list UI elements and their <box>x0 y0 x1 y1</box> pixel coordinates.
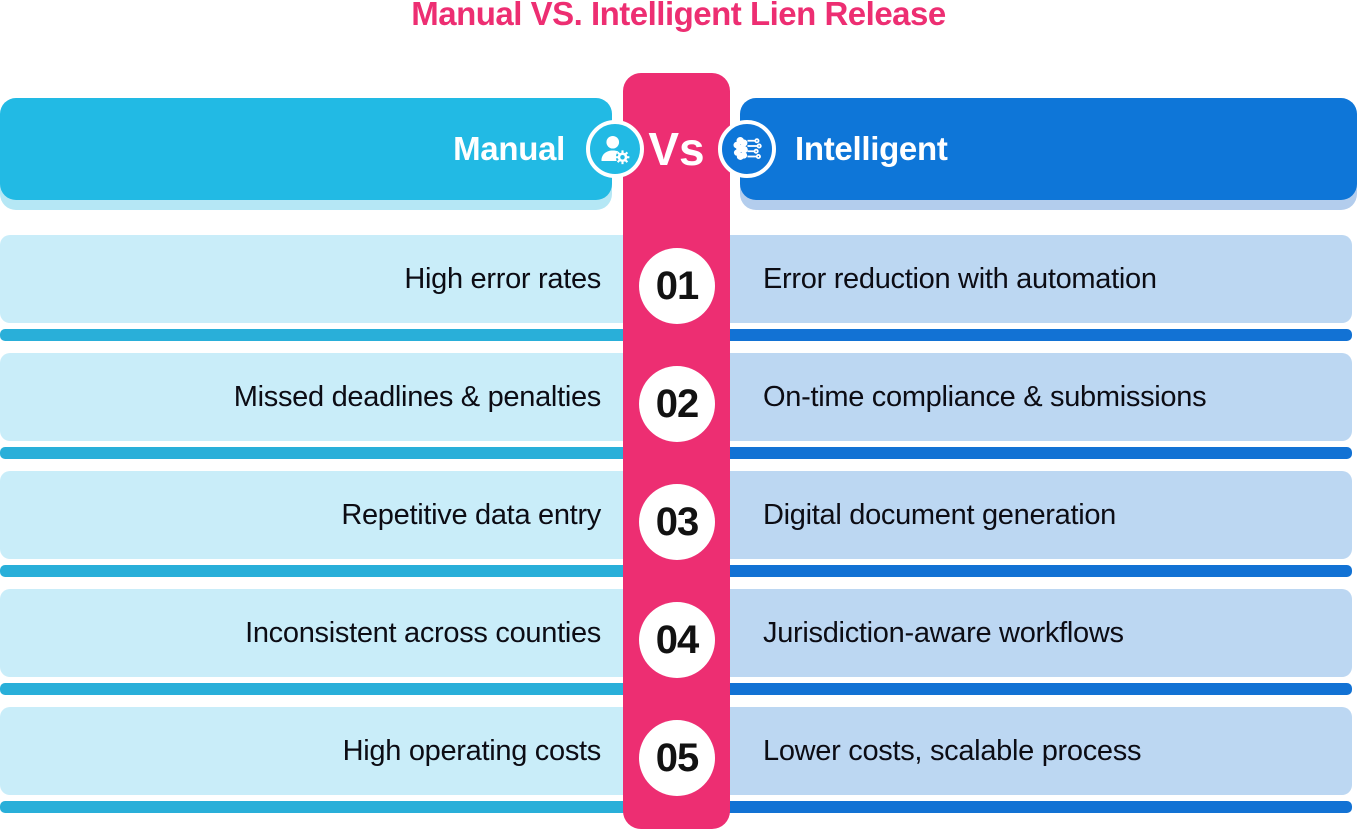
step-number: 03 <box>655 499 699 544</box>
intelligent-point-text: Error reduction with automation <box>763 262 1157 295</box>
intelligent-icon-badge <box>718 120 776 178</box>
intelligent-accent-bar <box>672 565 1352 577</box>
intelligent-point-text: Jurisdiction-aware workflows <box>763 616 1124 649</box>
step-number-badge: 04 <box>639 602 715 678</box>
manual-accent-bar <box>0 447 686 459</box>
comparison-row: Missed deadlines & penalties On-time com… <box>0 353 1357 459</box>
step-number: 01 <box>655 263 699 308</box>
intelligent-point-text: Lower costs, scalable process <box>763 734 1142 767</box>
manual-cell: High error rates <box>0 235 686 323</box>
comparison-row: High error rates Error reduction with au… <box>0 235 1357 341</box>
vs-label: Vs <box>648 123 705 175</box>
intelligent-cell: Jurisdiction-aware workflows <box>672 589 1352 677</box>
intelligent-header-label: Intelligent <box>795 130 948 167</box>
intelligent-cell: Digital document generation <box>672 471 1352 559</box>
manual-cell: Repetitive data entry <box>0 471 686 559</box>
manual-header-bar: Manual <box>0 98 612 200</box>
step-number-badge: 02 <box>639 366 715 442</box>
intelligent-accent-bar <box>672 801 1352 813</box>
step-number-badge: 03 <box>639 484 715 560</box>
intelligent-point-text: On-time compliance & submissions <box>763 380 1207 413</box>
step-number-badge: 01 <box>639 248 715 324</box>
manual-point-text: High error rates <box>404 262 601 295</box>
step-number: 04 <box>655 617 699 662</box>
intelligent-cell: Error reduction with automation <box>672 235 1352 323</box>
intelligent-cell: On-time compliance & submissions <box>672 353 1352 441</box>
comparison-row: Repetitive data entry Digital document g… <box>0 471 1357 577</box>
manual-header-label: Manual <box>453 130 565 167</box>
manual-point-text: Missed deadlines & penalties <box>233 380 602 413</box>
manual-point-text: High operating costs <box>342 734 602 767</box>
manual-cell: Missed deadlines & penalties <box>0 353 686 441</box>
step-number-badge: 05 <box>639 720 715 796</box>
manual-accent-bar <box>0 329 686 341</box>
intelligent-accent-bar <box>672 447 1352 459</box>
manual-point-text: Inconsistent across counties <box>245 616 601 649</box>
manual-accent-bar <box>0 565 686 577</box>
manual-point-text: Repetitive data entry <box>341 498 601 531</box>
comparison-row: High operating costs Lower costs, scalab… <box>0 707 1357 813</box>
intelligent-point-text: Digital document generation <box>763 498 1117 531</box>
manual-cell: High operating costs <box>0 707 686 795</box>
user-gear-icon <box>601 135 630 165</box>
page-title: Manual VS. Intelligent Lien Release <box>411 0 946 32</box>
step-number: 05 <box>655 735 699 780</box>
intelligent-cell: Lower costs, scalable process <box>672 707 1352 795</box>
manual-accent-bar <box>0 801 686 813</box>
intelligent-header-bar: Intelligent <box>740 98 1357 200</box>
intelligent-accent-bar <box>672 329 1352 341</box>
comparison-row: Inconsistent across counties Jurisdictio… <box>0 589 1357 695</box>
step-number: 02 <box>655 381 699 426</box>
vs-divider-column <box>623 73 730 829</box>
manual-accent-bar <box>0 683 686 695</box>
ai-brain-icon <box>733 137 762 160</box>
intelligent-accent-bar <box>672 683 1352 695</box>
manual-cell: Inconsistent across counties <box>0 589 686 677</box>
manual-icon-badge <box>586 120 644 178</box>
